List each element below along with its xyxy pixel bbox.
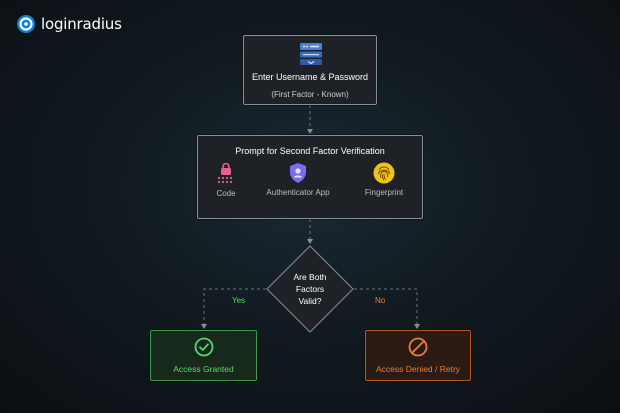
lock-keypad-icon — [217, 163, 233, 184]
arrowhead-denied — [414, 324, 420, 329]
option-fingerprint-label: Fingerprint — [364, 188, 404, 197]
option-fingerprint: Fingerprint — [352, 162, 416, 199]
option-authenticator-label: Authenticator App — [266, 188, 330, 197]
access-granted-box: Access Granted — [150, 330, 257, 381]
server-form-icon — [300, 43, 322, 65]
option-code-label: Code — [216, 189, 236, 198]
check-circle-icon — [194, 337, 213, 357]
step-login-box: Enter Username & Password (First Factor … — [243, 35, 377, 105]
decision-diamond — [266, 245, 354, 333]
brand-name: loginradius — [41, 15, 122, 33]
arrowhead-step2 — [307, 129, 313, 134]
no-label: No — [375, 296, 386, 305]
step-second-factor-box: Prompt for Second Factor Verification Co… — [197, 135, 423, 219]
option-code: Code — [206, 163, 246, 200]
access-denied-label: Access Denied / Retry — [375, 364, 461, 374]
access-granted-label: Access Granted — [173, 364, 234, 374]
fingerprint-icon — [373, 162, 395, 184]
option-authenticator: Authenticator App — [263, 162, 333, 199]
step-login-title: Enter Username & Password — [251, 72, 369, 82]
decision-line-1: Are Both — [293, 272, 327, 282]
connector-no — [354, 288, 418, 326]
decision-line-3: Valid? — [298, 296, 322, 306]
yes-label: Yes — [232, 296, 246, 305]
decision-text: Are Both Factors Valid? — [266, 271, 354, 307]
arrowhead-granted — [201, 324, 207, 329]
loginradius-logo-icon — [17, 15, 35, 33]
step-login-subtitle: (First Factor - Known) — [271, 90, 349, 99]
access-denied-box: Access Denied / Retry — [365, 330, 471, 381]
block-circle-icon — [408, 337, 428, 357]
arrowhead-decision — [307, 239, 313, 244]
step-second-factor-title: Prompt for Second Factor Verification — [235, 146, 385, 156]
shield-user-icon — [290, 163, 306, 183]
connector-yes — [203, 288, 266, 326]
decision-line-2: Factors — [295, 284, 325, 294]
brand-logo: loginradius — [16, 14, 122, 34]
